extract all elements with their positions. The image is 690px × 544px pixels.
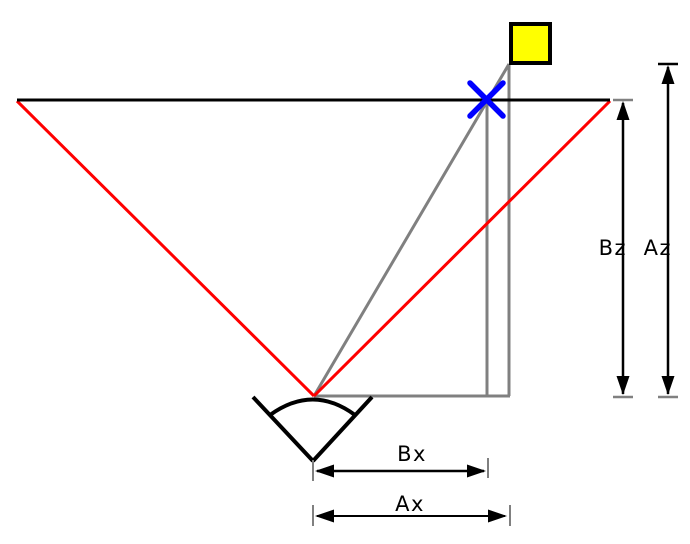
dimension-bz: Bz [599, 98, 633, 399]
fov-edge-left [15, 99, 316, 398]
yellow-square-target-icon [509, 22, 552, 65]
az-label: Az [644, 236, 672, 260]
camera-wedge-right [311, 395, 374, 463]
sight-ray-line [312, 63, 511, 397]
ax-arrowhead-right-icon [488, 509, 507, 523]
dimension-ax: Ax [312, 492, 511, 526]
x-marker-stroke-2 [467, 80, 506, 119]
bx-label: Bx [397, 442, 427, 466]
az-arrowhead-down-icon [661, 376, 675, 395]
camera-wedge-left [251, 395, 315, 463]
ax-arrowhead-left-icon [315, 509, 334, 523]
ax-label: Ax [395, 492, 425, 516]
bz-arrowhead-up-icon [616, 101, 630, 120]
dimension-bx: Bx [312, 442, 489, 481]
bx-arrowhead-left-icon [315, 464, 334, 478]
blue-x-cross-marker-icon [467, 80, 506, 119]
fov-edge-right [312, 99, 612, 398]
az-arrowhead-up-icon [661, 65, 675, 84]
camera-lens-arc [268, 397, 357, 417]
camera-fov-wedge-icon [251, 395, 374, 463]
dimension-az: Az [644, 62, 678, 399]
bz-arrowhead-down-icon [616, 376, 630, 395]
bz-label: Bz [599, 236, 627, 260]
bx-arrowhead-right-icon [467, 464, 486, 478]
